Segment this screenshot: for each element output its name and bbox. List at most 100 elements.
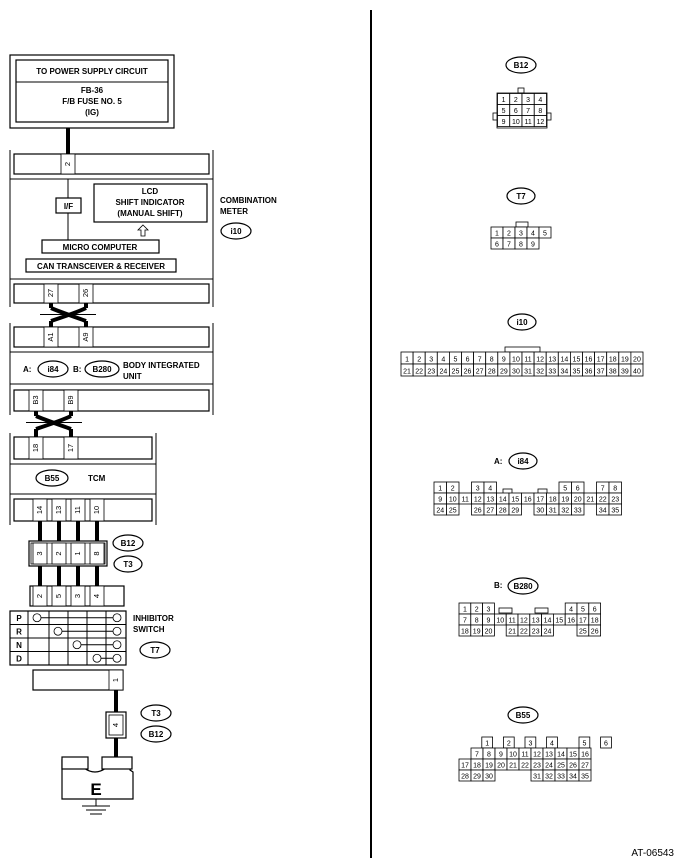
b280-pin: 5 (581, 607, 585, 614)
i10-pin: 22 (415, 369, 423, 376)
i84-pin: 6 (576, 486, 580, 493)
tcm-pin: 10 (92, 506, 101, 514)
b55-pin: 8 (487, 752, 491, 759)
i84-pin: 30 (536, 508, 544, 515)
tcm-connector: B55 (45, 474, 60, 483)
b55-pin: 11 (521, 752, 528, 759)
i10-pin: 16 (585, 357, 593, 364)
biu-a-prefix: A: (23, 365, 31, 374)
i84-pin: 14 (499, 497, 507, 504)
inhibitor-pin-1: 1 (111, 678, 120, 682)
i10-face-label: i10 (516, 318, 528, 327)
b280-pin: 4 (569, 607, 573, 614)
i10-pin: 15 (573, 357, 581, 364)
b12-block-conn2: T3 (123, 560, 133, 569)
i10-pin: 24 (439, 369, 447, 376)
b55-pin: 3 (528, 741, 532, 748)
micro-computer-label: MICRO COMPUTER (63, 243, 138, 252)
i10-pin: 31 (524, 369, 532, 376)
meter-pin-27: 27 (46, 289, 55, 297)
i10-pin: 33 (548, 369, 556, 376)
b12-face-label: B12 (514, 61, 529, 70)
inhibitor-name1: INHIBITOR (133, 614, 174, 623)
i84-pin: 19 (561, 497, 569, 504)
i10-pin: 39 (621, 369, 629, 376)
b55-pin: 24 (545, 763, 553, 770)
i10-pin: 35 (573, 369, 581, 376)
b12-block-pin: 8 (92, 551, 101, 555)
t7-pin: 5 (543, 231, 547, 238)
figure-id: AT-06543 (631, 848, 674, 859)
i84-pin: 2 (451, 486, 455, 493)
b12-pin: 7 (526, 108, 530, 115)
i84-pin: 31 (549, 508, 557, 515)
i84-pin: 7 (601, 486, 605, 493)
meter-connector-label: i10 (230, 227, 242, 236)
i10-pin: 6 (466, 357, 470, 364)
b12-pin: 12 (536, 119, 544, 126)
b280-pin: 13 (532, 618, 540, 625)
inhibitor-row-label: R (16, 628, 22, 637)
b55-pin: 14 (557, 752, 565, 759)
b55-pin: 7 (475, 752, 479, 759)
t7-face-label: T7 (516, 192, 526, 201)
b55-pin: 30 (485, 774, 493, 781)
biu-pin-b3: B3 (31, 395, 40, 404)
b55-pin: 19 (485, 763, 493, 770)
i84-pin: 27 (486, 508, 494, 515)
i84-pin: 25 (449, 508, 457, 515)
t7-pin: 1 (495, 231, 499, 238)
i84-pin: 21 (586, 497, 594, 504)
inhibitor-row-label: D (16, 655, 22, 664)
i84-pin: 28 (499, 508, 507, 515)
b280-face-prefix: B: (494, 581, 502, 590)
i10-pin: 18 (609, 357, 617, 364)
t7-pin: 4 (531, 231, 535, 238)
b55-pin: 5 (582, 741, 586, 748)
biu-name1: BODY INTEGRATED (123, 361, 200, 370)
i84-pin: 4 (488, 486, 492, 493)
i10-pin: 3 (429, 357, 433, 364)
biu-pin-a1: A1 (46, 332, 55, 341)
b55-pin: 17 (461, 763, 469, 770)
b55-pin: 2 (507, 741, 511, 748)
b55-pin: 21 (509, 763, 517, 770)
ground-label: E (90, 780, 101, 799)
b55-pin: 29 (473, 774, 481, 781)
i84-pin: 12 (474, 497, 482, 504)
inhibitor-pin: 3 (73, 594, 82, 598)
b280-pin: 3 (487, 607, 491, 614)
b280-pin: 22 (520, 629, 528, 636)
body-integrated-unit: A1 A9 A: i84 B: B280 BODY INTEGRATED UNI… (9, 323, 214, 415)
b12-pin: 4 (538, 97, 542, 104)
t7-pin: 3 (519, 231, 523, 238)
b55-pin: 26 (569, 763, 577, 770)
power-line2: FB-36 (81, 86, 104, 95)
inhibitor-row-label: P (16, 614, 22, 623)
ground-e-icon: E (61, 756, 134, 815)
b55-pin: 22 (521, 763, 529, 770)
inhibitor-name2: SWITCH (133, 625, 165, 634)
t7-pin: 7 (507, 242, 511, 249)
b55-pin: 15 (569, 752, 577, 759)
power-line4: (IG) (85, 108, 99, 117)
b55-pin: 27 (581, 763, 589, 770)
i84-pin: 18 (549, 497, 557, 504)
ground-conn1: T3 (151, 709, 161, 718)
i84-pin: 33 (574, 508, 582, 515)
b280-pin: 6 (593, 607, 597, 614)
i10-pin: 14 (560, 357, 568, 364)
b55-pin: 10 (509, 752, 517, 759)
tcm-pin: 14 (35, 506, 44, 514)
b280-pin: 2 (475, 607, 479, 614)
biu-a-connector: i84 (47, 365, 59, 374)
b280-pin: 21 (508, 629, 516, 636)
b55-pin: 23 (533, 763, 541, 770)
b55-pin: 28 (461, 774, 469, 781)
i84-pin: 13 (486, 497, 494, 504)
power-line1: TO POWER SUPPLY CIRCUIT (36, 67, 148, 76)
b280-pin: 1 (463, 607, 467, 614)
t7-pin: 8 (519, 242, 523, 249)
